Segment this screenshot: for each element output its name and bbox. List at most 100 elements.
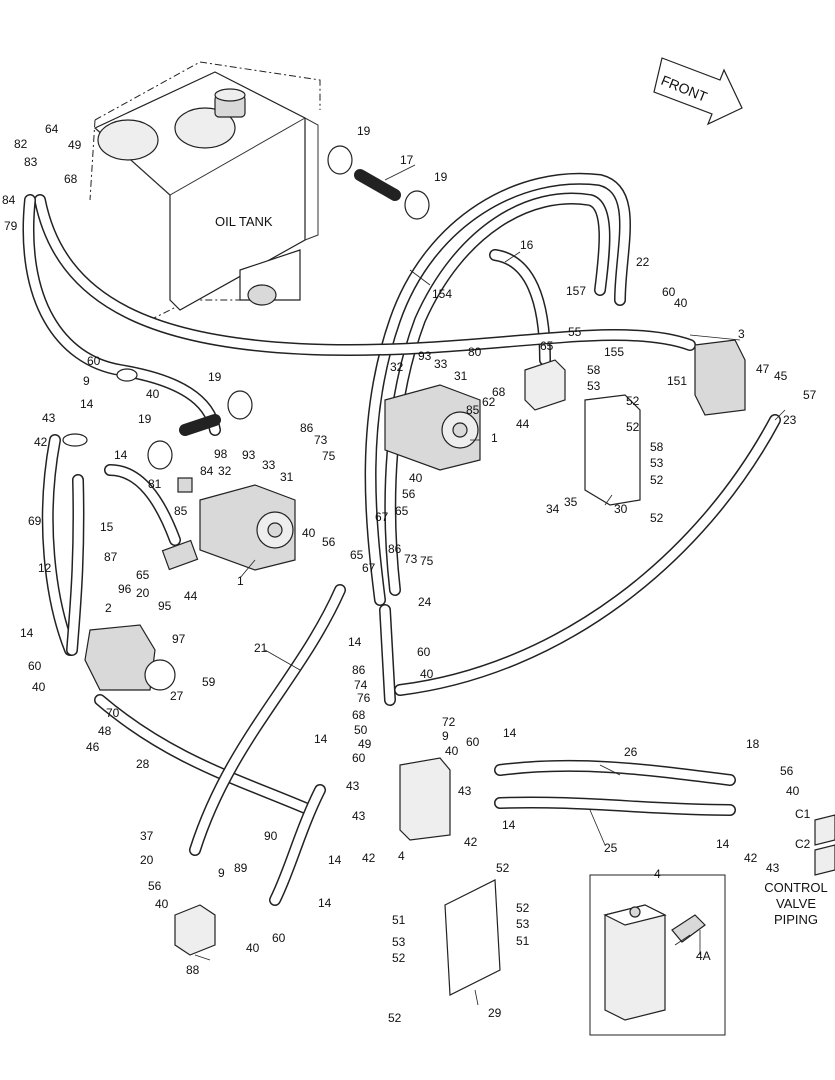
- callout-59: 59: [202, 675, 216, 689]
- callout-48: 48: [98, 724, 112, 738]
- callout-154: 154: [432, 287, 452, 301]
- callout-2: 2: [105, 601, 112, 615]
- callout-60: 60: [417, 645, 431, 659]
- callout-53: 53: [516, 917, 530, 931]
- callout-84: 84: [2, 193, 16, 207]
- callout-57: 57: [803, 388, 817, 402]
- callout-56: 56: [148, 879, 162, 893]
- leader-lines: [194, 164, 786, 1006]
- callout-17: 17: [400, 153, 414, 167]
- callout-53: 53: [587, 379, 601, 393]
- callout-31: 31: [280, 470, 294, 484]
- control-valve-piping-label: CONTROL VALVE PIPING: [764, 880, 828, 927]
- callout-9: 9: [83, 374, 90, 388]
- callout-26: 26: [624, 745, 638, 759]
- callout-67: 67: [375, 510, 389, 524]
- callout-24: 24: [418, 595, 432, 609]
- callout-14: 14: [318, 896, 332, 910]
- callout-37: 37: [140, 829, 154, 843]
- callout-49: 49: [358, 737, 372, 751]
- callout-14: 14: [328, 853, 342, 867]
- inset-detail-4: [589, 874, 726, 1036]
- callout-14: 14: [716, 837, 730, 851]
- callout-93: 93: [242, 448, 256, 462]
- callout-79: 79: [4, 219, 18, 233]
- control-valve-connectors: [814, 814, 835, 876]
- callout-86: 86: [300, 421, 314, 435]
- callout-40: 40: [146, 387, 160, 401]
- callout-45: 45: [774, 369, 788, 383]
- tank-cover-plate: [97, 119, 159, 161]
- front-arrow: FRONT: [653, 57, 743, 126]
- callout-56: 56: [402, 487, 416, 501]
- callout-60: 60: [352, 751, 366, 765]
- callout-52: 52: [388, 1011, 402, 1025]
- callout-65: 65: [395, 504, 409, 518]
- callout-20: 20: [136, 586, 150, 600]
- cvp-line-1: CONTROL: [764, 880, 828, 895]
- callout-52: 52: [626, 420, 640, 434]
- fitting-box-65: [524, 359, 566, 411]
- callout-46: 46: [86, 740, 100, 754]
- cvp-line-2: VALVE: [776, 896, 816, 911]
- callout-40: 40: [302, 526, 316, 540]
- callout-15: 15: [100, 520, 114, 534]
- components: [62, 145, 746, 996]
- callout-85: 85: [174, 504, 188, 518]
- callout-33: 33: [434, 357, 448, 371]
- callout-82: 82: [14, 137, 28, 151]
- pump-upper: [384, 384, 481, 471]
- callout-12: 12: [38, 561, 52, 575]
- callout-19: 19: [138, 412, 152, 426]
- callout-85: 85: [466, 403, 480, 417]
- callout-14: 14: [20, 626, 34, 640]
- callout-1: 1: [237, 574, 244, 588]
- callout-56: 56: [322, 535, 336, 549]
- callout-51: 51: [516, 934, 530, 948]
- callout-28: 28: [136, 757, 150, 771]
- callout-9: 9: [442, 729, 449, 743]
- callout-58: 58: [650, 440, 664, 454]
- callout-95: 95: [158, 599, 172, 613]
- callout-40: 40: [674, 296, 688, 310]
- callout-19: 19: [357, 124, 371, 138]
- callout-68: 68: [64, 172, 78, 186]
- callout-75: 75: [322, 449, 336, 463]
- callout-22: 22: [636, 255, 650, 269]
- callout-16: 16: [520, 238, 534, 252]
- callout-31: 31: [454, 369, 468, 383]
- callout-73: 73: [314, 433, 328, 447]
- callout-c2: C2: [795, 837, 811, 851]
- callout-157: 157: [566, 284, 586, 298]
- callout-14: 14: [80, 397, 94, 411]
- callout-87: 87: [104, 550, 118, 564]
- callout-90: 90: [264, 829, 278, 843]
- hoses: [22, 169, 781, 906]
- callout-52: 52: [496, 861, 510, 875]
- tank-cover-plate-2: [174, 107, 236, 149]
- callout-43: 43: [346, 779, 360, 793]
- callout-14: 14: [503, 726, 517, 740]
- callout-60: 60: [662, 285, 676, 299]
- callout-60: 60: [466, 735, 480, 749]
- callout-40: 40: [246, 941, 260, 955]
- callout-21: 21: [254, 641, 268, 655]
- callout-52: 52: [650, 511, 664, 525]
- callout-14: 14: [348, 635, 362, 649]
- callout-72: 72: [442, 715, 456, 729]
- callout-88: 88: [186, 963, 200, 977]
- oil-tank: OIL TANK: [89, 61, 321, 321]
- callout-23: 23: [783, 413, 797, 427]
- callout-29: 29: [488, 1006, 502, 1020]
- callout-27: 27: [170, 689, 184, 703]
- callout-35: 35: [564, 495, 578, 509]
- callout-33: 33: [262, 458, 276, 472]
- callout-43: 43: [352, 809, 366, 823]
- callout-19: 19: [208, 370, 222, 384]
- bracket-30: [584, 394, 641, 506]
- bracket-29: [444, 879, 501, 996]
- callout-96: 96: [118, 582, 132, 596]
- callout-44: 44: [516, 417, 530, 431]
- callout-69: 69: [28, 514, 42, 528]
- callout-155: 155: [604, 345, 624, 359]
